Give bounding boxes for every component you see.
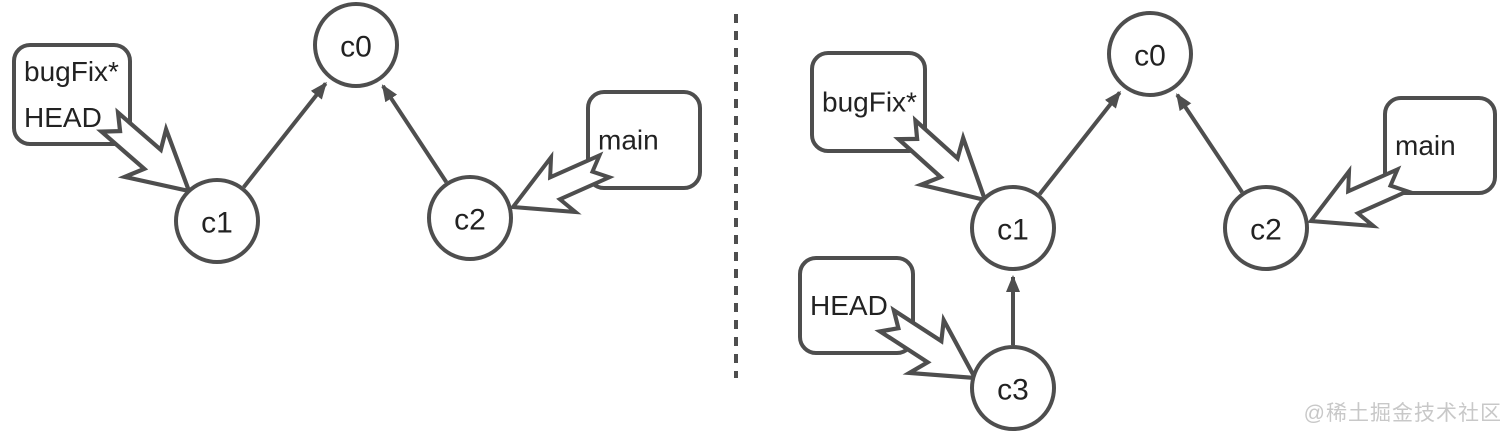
edge-c1-to-c0 (242, 81, 328, 189)
panel-before: bugFix* HEAD main c0 c1 c2 (12, 2, 702, 264)
commit-label-c3: c3 (997, 374, 1029, 407)
edge-c2-to-c0 (1175, 93, 1244, 194)
ref-label-main-0: main (1395, 130, 1456, 161)
ref-box-main (1383, 96, 1497, 195)
panel-after: bugFix* HEAD main c0 c1 c2 c3 (798, 11, 1497, 431)
ref-label-bugFix-HEAD-1: HEAD (24, 102, 102, 133)
commit-node-c1 (174, 178, 260, 264)
commit-node-c1 (970, 185, 1056, 271)
commit-node-c3 (970, 345, 1056, 431)
commit-label-c2: c2 (1250, 214, 1282, 247)
ref-pointer-arrow-main (1307, 164, 1413, 229)
ref-box-bugFix (810, 51, 927, 153)
ref-box-bugFix-HEAD (12, 43, 132, 146)
commit-label-c1: c1 (201, 207, 233, 240)
ref-pointer-arrow-HEAD (874, 305, 979, 381)
ref-label-main-0: main (598, 125, 659, 156)
commit-node-c0 (313, 2, 399, 88)
ref-pointer-arrow-main (509, 150, 615, 215)
commit-label-c0: c0 (340, 31, 372, 64)
edge-c1-to-c0 (1038, 90, 1122, 196)
ref-label-HEAD-0: HEAD (810, 290, 888, 321)
commit-label-c2: c2 (454, 204, 486, 237)
ref-pointer-arrow-bugFix (893, 115, 989, 203)
commit-label-c0: c0 (1134, 40, 1166, 73)
commit-node-c2 (1223, 185, 1309, 271)
watermark-text: @稀土掘金技术社区 (1303, 402, 1502, 425)
commit-node-c2 (427, 175, 513, 261)
edge-c2-to-c0 (381, 84, 449, 184)
ref-pointer-arrow-bugFix-HEAD (96, 107, 193, 194)
ref-label-bugFix-HEAD-0: bugFix* (24, 56, 119, 87)
commit-label-c1: c1 (997, 214, 1029, 247)
ref-label-bugFix-0: bugFix* (822, 87, 917, 118)
ref-box-main (586, 90, 702, 190)
commit-node-c0 (1107, 11, 1193, 97)
